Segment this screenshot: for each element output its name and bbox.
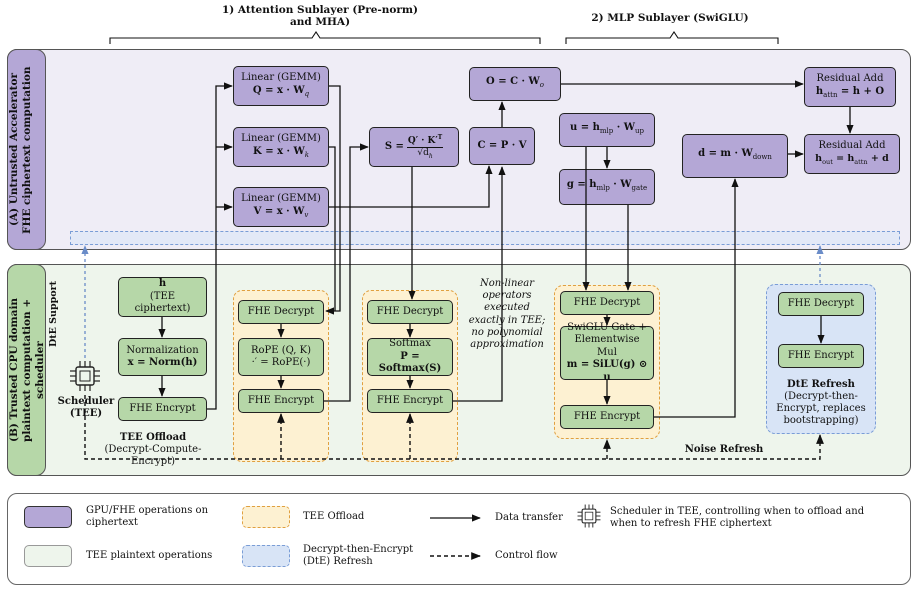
- fhe-encrypt-softmax-box: FHE Encrypt: [367, 389, 453, 413]
- output-projection-box: O = C · Wo: [469, 67, 561, 101]
- rope-box: RoPE (Q, K) ·′ = RoPE(·): [238, 338, 324, 376]
- fhe-encrypt-swiglu-box: FHE Encrypt: [560, 405, 654, 429]
- arrow-softmax-to-c: [453, 166, 506, 402]
- legend-swatch-gpu: [24, 506, 72, 528]
- legend-swatch-dte: [242, 545, 290, 567]
- legend-control-flow-label: Control flow: [495, 550, 558, 561]
- tee-offload-caption: TEE Offload (Decrypt-Compute-Encrypt): [104, 432, 202, 467]
- noise-refresh-label: Noise Refresh: [684, 444, 764, 455]
- fhe-decrypt-softmax-box: FHE Decrypt: [367, 300, 453, 324]
- legend-offload-label: TEE Offload: [303, 511, 365, 522]
- scheduler-label: Scheduler(TEE): [57, 396, 115, 419]
- dte-support-band: [70, 231, 900, 245]
- linear-k-box: Linear (GEMM) K = x · Wk: [233, 127, 329, 167]
- legend-data-transfer-label: Data transfer: [495, 512, 563, 523]
- dte-refresh-caption: DtE Refresh (Decrypt-then-Encrypt, repla…: [776, 379, 866, 426]
- arrow-rope-to-scores: [324, 143, 369, 402]
- scheduler-chip-icon: [68, 359, 102, 393]
- h-input-box: h (TEE ciphertext): [118, 277, 207, 317]
- fhe-decrypt-dte-box: FHE Decrypt: [778, 292, 864, 316]
- fhe-encrypt-dte-box: FHE Encrypt: [778, 344, 864, 368]
- swiglu-box: SwiGLU Gate + Elementwise Mul m = SiLU(g…: [560, 322, 654, 383]
- legend-tee-plain-label: TEE plaintext operations: [86, 550, 213, 561]
- softmax-box: Softmax P = Softmax(S): [367, 338, 453, 376]
- arrow-v-to-c: [329, 165, 493, 208]
- legend-scheduler-label: Scheduler in TEE, controlling when to of…: [610, 506, 865, 529]
- down-projection-box: d = m · Wdown: [682, 134, 788, 178]
- fhe-encrypt-norm-box: FHE Encrypt: [118, 397, 207, 421]
- legend-panel: [7, 493, 911, 585]
- linear-v-box: Linear (GEMM) V = x · Wv: [233, 187, 329, 227]
- arrow-q-to-decrypt: [325, 85, 341, 315]
- attention-scores-box: S = Q′ · K′T √dh: [369, 127, 459, 167]
- mlp-sublayer-heading: 2) MLP Sublayer (SwiGLU): [591, 12, 749, 24]
- section-braces: [109, 31, 779, 44]
- normalization-box: Normalization x = Norm(h): [118, 338, 207, 376]
- panel-b-label-strip: [7, 264, 46, 476]
- fhe-decrypt-rope-box: FHE Decrypt: [238, 300, 324, 324]
- arrow-k-to-decrypt: [329, 146, 336, 311]
- gate-projection-box: g = hmlp · Wgate: [559, 169, 655, 205]
- panel-a-label-strip: [7, 49, 46, 250]
- legend-swatch-offload: [242, 506, 290, 528]
- residual-add-out-box: Residual Add hout = hattn + d: [804, 134, 900, 174]
- arrow-to-linear-q: [207, 82, 233, 410]
- up-projection-box: u = hmlp · Wup: [559, 113, 655, 147]
- legend-dte-label: Decrypt-then-Encrypt(DtE) Refresh: [303, 544, 414, 567]
- attention-sublayer-heading: 1) Attention Sublayer (Pre-norm)and MHA): [221, 4, 419, 28]
- legend-chip-icon: [576, 503, 602, 529]
- legend-swatch-tee-plain: [24, 545, 72, 567]
- control-flow-main: [84, 395, 824, 460]
- fhe-decrypt-swiglu-box: FHE Decrypt: [560, 291, 654, 315]
- linear-q-box: Linear (GEMM) Q = x · Wq: [233, 66, 329, 106]
- attention-mix-box: C = P · V: [469, 127, 535, 165]
- residual-add-attn-box: Residual Add hattn = h + O: [804, 67, 896, 107]
- arrow-swiglu-to-down: [654, 178, 739, 418]
- fhe-encrypt-rope-box: FHE Encrypt: [238, 389, 324, 413]
